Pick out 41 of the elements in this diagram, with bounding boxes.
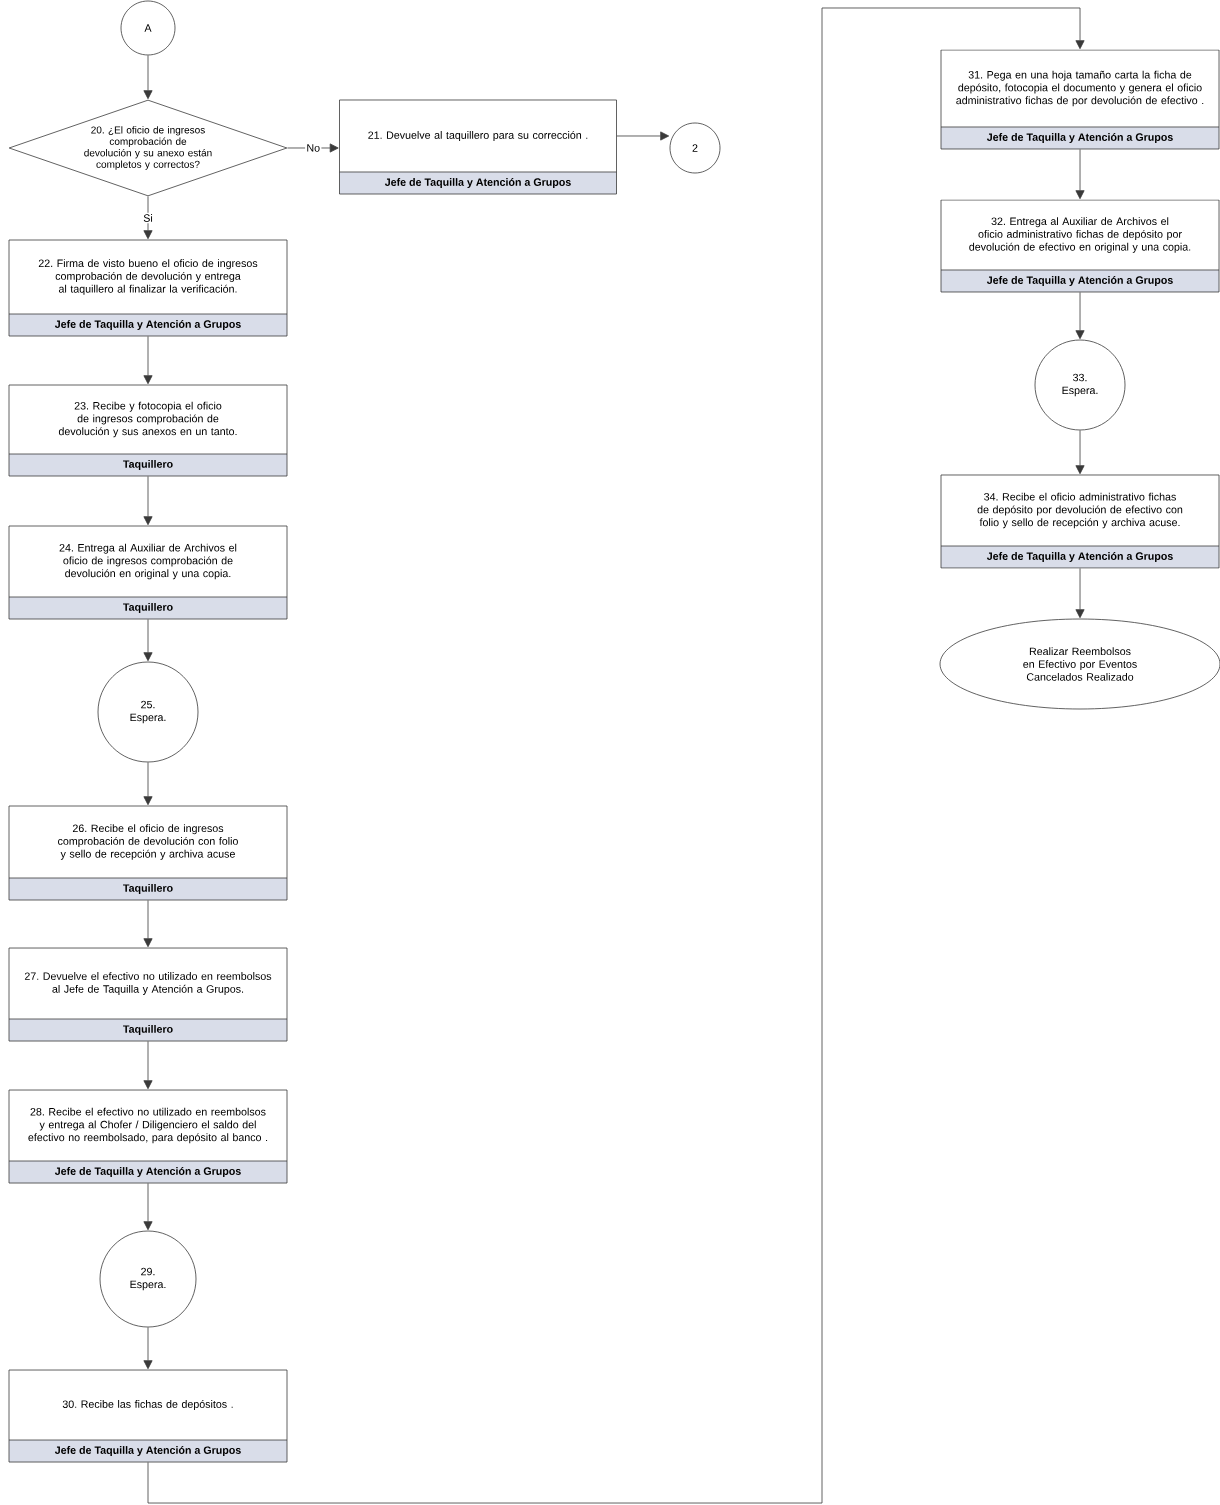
edge-label: No xyxy=(305,142,322,154)
arrow xyxy=(1075,568,1085,619)
arrow xyxy=(143,476,153,526)
arrow xyxy=(1075,430,1085,475)
arrow xyxy=(143,619,153,662)
process-box: 30. Recibe las fichas de depósitos . Jefe de Taquilla y Atención a Grupos xyxy=(8,1369,288,1463)
edge-label: Si xyxy=(141,212,155,224)
role-label: Taquillero xyxy=(123,884,173,894)
process-box: 26. Recibe el oficio de ingresos comprobación de devolución con folio y sello de recepción y archiva acuse Taquillero xyxy=(8,805,288,901)
arrow xyxy=(143,1041,153,1090)
arrow xyxy=(143,762,153,806)
role-label: Jefe de Taquilla y Atención a Grupos xyxy=(986,133,1173,143)
role-label: Taquillero xyxy=(123,460,173,470)
process-box: 31. Pega en una hoja tamaño carta la ficha de depósito, fotocopia el documento y genera el oficio administrativo fichas de por devolución de efectivo . Jefe de Taquilla y Atención a Grupos xyxy=(940,49,1220,150)
arrow xyxy=(143,900,153,948)
arrow xyxy=(1075,149,1085,200)
role-label: Jefe de Taquilla y Atención a Grupos xyxy=(54,1167,241,1178)
process-box: 24. Entrega al Auxiliar de Archivos el oficio de ingresos comprobación de devolución en original y una copia. Taquillero xyxy=(8,525,288,620)
arrow xyxy=(143,55,153,100)
process-box: 34. Recibe el oficio administrativo fichas de depósito por devolución de efectivo con folio y sello de recepción y archiva acuse. Jefe de Taquilla y Atención a Grupos xyxy=(940,474,1220,569)
arrow xyxy=(143,336,153,385)
arrow xyxy=(143,196,153,240)
arrow xyxy=(143,1183,153,1231)
process-box: 23. Recibe y fotocopia el oficio de ingresos comprobación de devolución y sus anexos en un tanto. Taquillero xyxy=(8,384,288,477)
role-label: Taquillero xyxy=(123,1025,173,1035)
role-label: Jefe de Taquilla y Atención a Grupos xyxy=(54,320,241,330)
process-box: 22. Firma de visto bueno el oficio de ingresos comprobación de devolución y entrega al taquillero al finalizar la verificación. Jefe de Taquilla y Atención a Grupos xyxy=(8,239,288,337)
role-label: Jefe de Taquilla y Atención a Grupos xyxy=(986,276,1173,286)
process-box: 32. Entrega al Auxiliar de Archivos el oficio administrativo fichas de depósito por devolución de efectivo en original y una copia. Jefe de Taquilla y Atención a Grupos xyxy=(940,199,1220,293)
arrow xyxy=(287,143,339,153)
role-label: Taquillero xyxy=(123,603,173,613)
arrow xyxy=(147,7,1085,1504)
role-label: Jefe de Taquilla y Atención a Grupos xyxy=(384,178,571,188)
process-box: 27. Devuelve el efectivo no utilizado en reembolsos al Jefe de Taquilla y Atención a Grupos. Taquillero xyxy=(8,947,288,1042)
arrow xyxy=(143,1327,153,1370)
arrow xyxy=(1075,292,1085,340)
role-label: Jefe de Taquilla y Atención a Grupos xyxy=(986,552,1173,563)
arrow xyxy=(616,131,670,141)
process-box: 21. Devuelve al taquillero para su corrección . Jefe de Taquilla y Atención a Grupos xyxy=(339,99,617,195)
process-box: 28. Recibe el efectivo no utilizado en reembolsos y entrega al Chofer / Diligenciero el saldo del efectivo no reembolsado, para depósito al banco . Jefe de Taquilla y Atención a Grupos xyxy=(8,1089,288,1184)
role-label: Jefe de Taquilla y Atención a Grupos xyxy=(54,1446,241,1457)
